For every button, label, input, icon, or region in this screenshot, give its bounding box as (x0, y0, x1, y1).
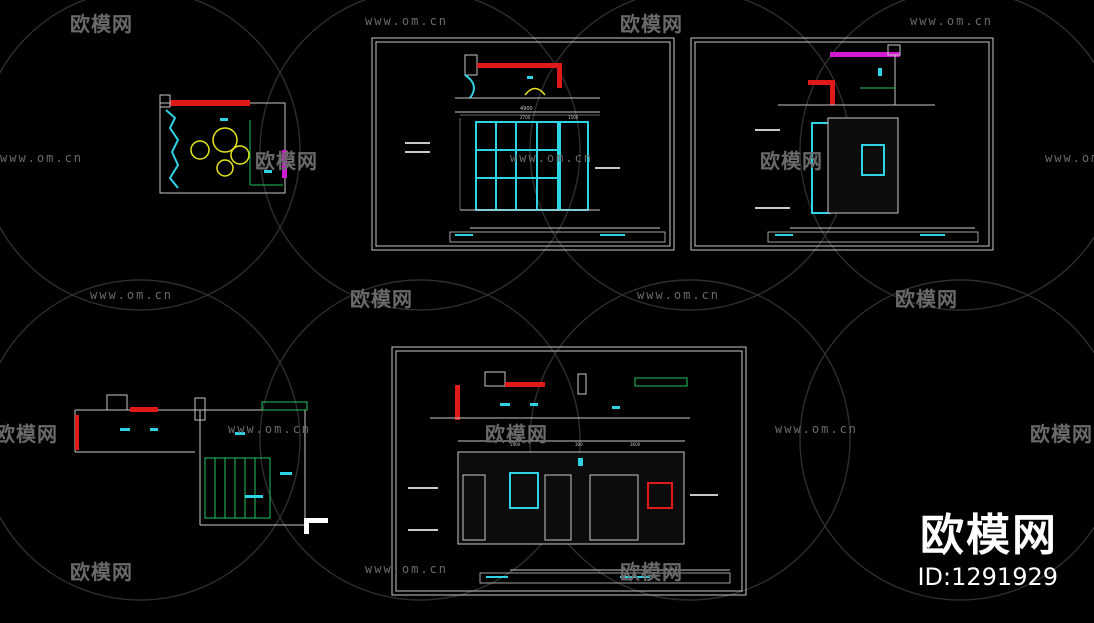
dim-a-label: 1900 (510, 442, 521, 447)
watermark-url: www.om.cn (365, 14, 449, 28)
watermark-url: www.om.cn (1045, 151, 1094, 165)
dim-right-label: 1500 (568, 115, 579, 120)
floor-plan-top (159, 94, 287, 194)
watermark-logo: 欧模网 (1030, 422, 1093, 446)
watermark-url: www.om.cn (365, 562, 449, 576)
watermark-url: www.om.cn (910, 14, 994, 28)
brand-title: 欧模网 (920, 510, 1058, 561)
watermark-logo: 欧模网 (70, 12, 133, 36)
elevation-sheet-3: 1900 300 3600 (391, 346, 747, 596)
watermark-logo: 欧模网 (485, 422, 548, 446)
watermark-logo: 欧模网 (70, 560, 133, 584)
watermark-logo: 欧模网 (255, 149, 318, 173)
watermark-logo: 欧模网 (760, 149, 823, 173)
elevation-sheet-2 (690, 37, 994, 251)
watermark-url: www.om.cn (510, 151, 594, 165)
watermark-url: www.om.cn (228, 422, 312, 436)
dim-b-label: 300 (575, 442, 583, 447)
dim-c-label: 3600 (630, 442, 641, 447)
watermark-logo: 欧模网 (0, 422, 58, 446)
watermark-url: www.om.cn (0, 151, 84, 165)
dim-left-label: 2700 (520, 115, 531, 120)
floor-plan-bottom (74, 394, 328, 534)
watermark-url: www.om.cn (637, 288, 721, 302)
watermark-logo: 欧模网 (895, 287, 958, 311)
brand-id: ID:1291929 (917, 563, 1058, 591)
watermark-logo: 欧模网 (620, 560, 683, 584)
elevation-sheet-1: 4900 2700 1500 (371, 37, 675, 251)
dim-top-label: 4900 (520, 106, 533, 112)
watermark-logo: 欧模网 (350, 287, 413, 311)
watermark-url: www.om.cn (775, 422, 859, 436)
watermark-url: www.om.cn (90, 288, 174, 302)
watermark-logo: 欧模网 (620, 12, 683, 36)
